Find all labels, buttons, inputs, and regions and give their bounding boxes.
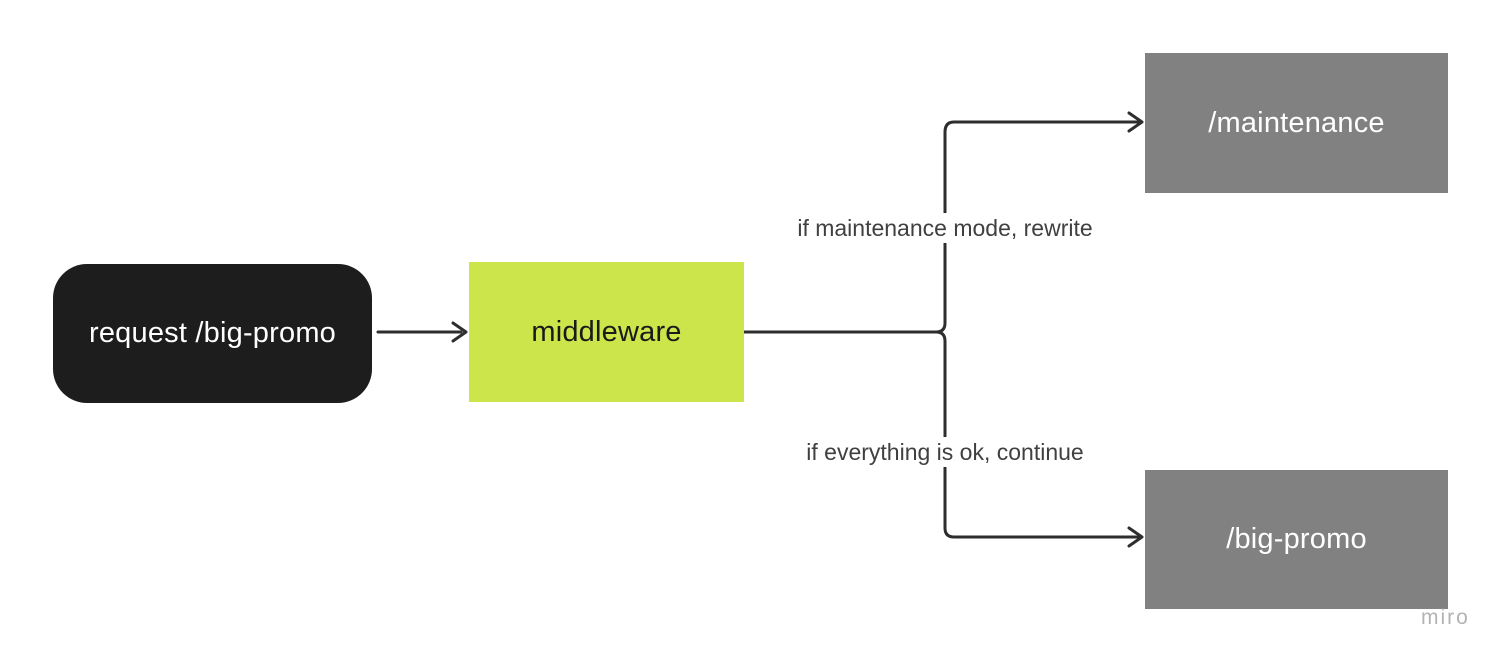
arrowhead-icon [1127, 526, 1144, 548]
node-label: middleware [531, 315, 682, 348]
node-label: /maintenance [1208, 106, 1385, 139]
node-label: /big-promo [1226, 523, 1367, 555]
connector-request-to-middleware[interactable] [376, 321, 468, 343]
node-middleware[interactable]: middleware [469, 262, 744, 402]
edge-label-ok-branch[interactable]: if everything is ok, continue [801, 437, 1089, 467]
miro-logo: miro [1421, 606, 1470, 629]
node-big-promo[interactable]: /big-promo [1145, 470, 1448, 609]
node-maintenance[interactable]: /maintenance [1145, 53, 1448, 193]
node-request-big-promo[interactable]: request /big-promo [53, 264, 372, 403]
connector-middleware-to-bigpromo[interactable] [742, 330, 1144, 548]
arrowhead-icon [1127, 111, 1144, 133]
arrowhead-icon [451, 321, 468, 343]
edge-label-maintenance-branch[interactable]: if maintenance mode, rewrite [792, 213, 1098, 243]
node-label: request /big-promo [89, 317, 336, 349]
